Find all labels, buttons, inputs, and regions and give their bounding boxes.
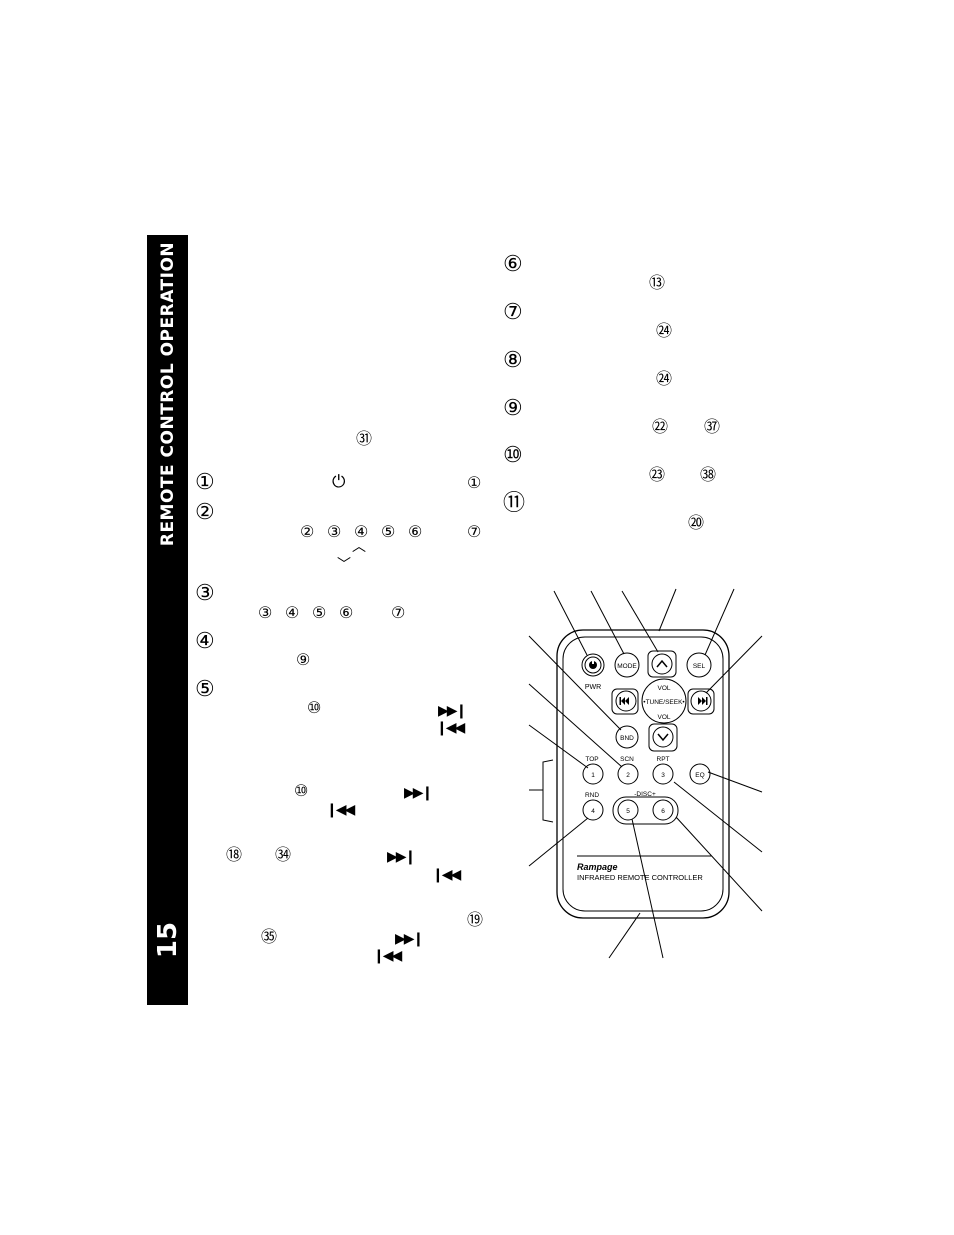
ref-7: ⑦ (467, 522, 482, 541)
remote-caption: INFRARED REMOTE CONTROLLER (577, 873, 703, 882)
marker-1: ① (195, 470, 215, 495)
bnd-button[interactable]: BND (620, 735, 634, 742)
marker-4: ④ (195, 629, 215, 654)
ref-35: ㉟ (261, 927, 278, 946)
next-track-icon: ▶▶❙ (387, 849, 416, 865)
ref-18: ⑱ (226, 845, 243, 864)
pwr-label: PWR (585, 684, 601, 691)
next-track-icon: ▶▶❙ (404, 785, 433, 801)
section-title: REMOTE CONTROL OPERATION (157, 241, 178, 547)
chevron-up-icon: ︿ (352, 539, 366, 555)
ref-6: ⑥ (408, 522, 423, 541)
ref-7b: ⑦ (391, 603, 406, 622)
button-5[interactable]: 5 (626, 808, 630, 815)
chevron-down-icon: ﹀ (337, 557, 351, 573)
ref-24b: ㉔ (656, 369, 673, 388)
ref-5: ⑤ (381, 522, 396, 541)
marker-7: ⑦ (503, 300, 523, 325)
ref-24: ㉔ (656, 321, 673, 340)
sel-button[interactable]: SEL (693, 663, 706, 670)
ref-3b: ③ (258, 603, 273, 622)
ref-5b: ⑤ (312, 603, 327, 622)
ref-4b: ④ (285, 603, 300, 622)
ref-10b: ⑩ (294, 781, 309, 800)
button-4[interactable]: 4 (591, 808, 595, 815)
marker-9: ⑨ (503, 396, 523, 421)
eq-button[interactable]: EQ (695, 772, 704, 779)
marker-5: ⑤ (195, 677, 215, 702)
prev-track-icon: ❙◀◀ (436, 720, 465, 736)
rnd-label: RND (585, 792, 599, 799)
button-1[interactable]: 1 (591, 772, 595, 779)
ref-19: ⑲ (467, 910, 484, 929)
ref-6b: ⑥ (339, 603, 354, 622)
vol-down-label: VOL (657, 714, 670, 721)
ref-20: ⑳ (688, 513, 705, 532)
button-2[interactable]: 2 (626, 772, 630, 779)
disc-label: -DISC+ (634, 791, 656, 798)
prev-track-icon: ❙◀◀ (432, 867, 461, 883)
marker-10: ⑩ (503, 443, 523, 468)
ref-2: ② (300, 522, 315, 541)
ref-1: ① (467, 473, 482, 492)
rpt-label: RPT (657, 756, 670, 763)
top-label: TOP (585, 756, 598, 763)
ref-3: ③ (327, 522, 342, 541)
sidebar: REMOTE CONTROL OPERATION 15 (147, 235, 188, 1005)
ref-9: ⑨ (296, 650, 311, 669)
ref-34: ㉞ (275, 845, 292, 864)
remote-diagram: PWR MODE SEL BND VOL •TUNE/SEEK• VOL EQ … (528, 588, 763, 959)
brand-logo: Rampage (577, 862, 618, 872)
next-track-icon: ▶▶❙ (395, 931, 424, 947)
vol-up-label: VOL (657, 685, 670, 692)
ref-37: ㊲ (704, 417, 721, 436)
scn-label: SCN (620, 756, 634, 763)
ref-38: ㊳ (700, 465, 717, 484)
page-number: 15 (152, 921, 183, 959)
next-track-icon: ▶▶❙ (438, 703, 467, 719)
marker-11: ⑪ (503, 491, 526, 516)
ref-4: ④ (354, 522, 369, 541)
marker-3: ③ (195, 581, 215, 606)
power-icon: ⏻ (332, 472, 346, 492)
ref-31: ㉛ (356, 429, 373, 448)
prev-track-icon: ❙◀◀ (373, 948, 402, 964)
mode-button[interactable]: MODE (617, 663, 637, 670)
button-6[interactable]: 6 (661, 808, 665, 815)
marker-6: ⑥ (503, 252, 523, 277)
marker-8: ⑧ (503, 348, 523, 373)
ref-23: ㉓ (649, 465, 666, 484)
button-3[interactable]: 3 (661, 772, 665, 779)
tune-seek-label: •TUNE/SEEK• (643, 699, 685, 706)
prev-track-icon: ❙◀◀ (326, 802, 355, 818)
ref-13: ⑬ (649, 273, 666, 292)
ref-22: ㉒ (652, 417, 669, 436)
ref-10: ⑩ (307, 698, 322, 717)
marker-2: ② (195, 500, 215, 525)
